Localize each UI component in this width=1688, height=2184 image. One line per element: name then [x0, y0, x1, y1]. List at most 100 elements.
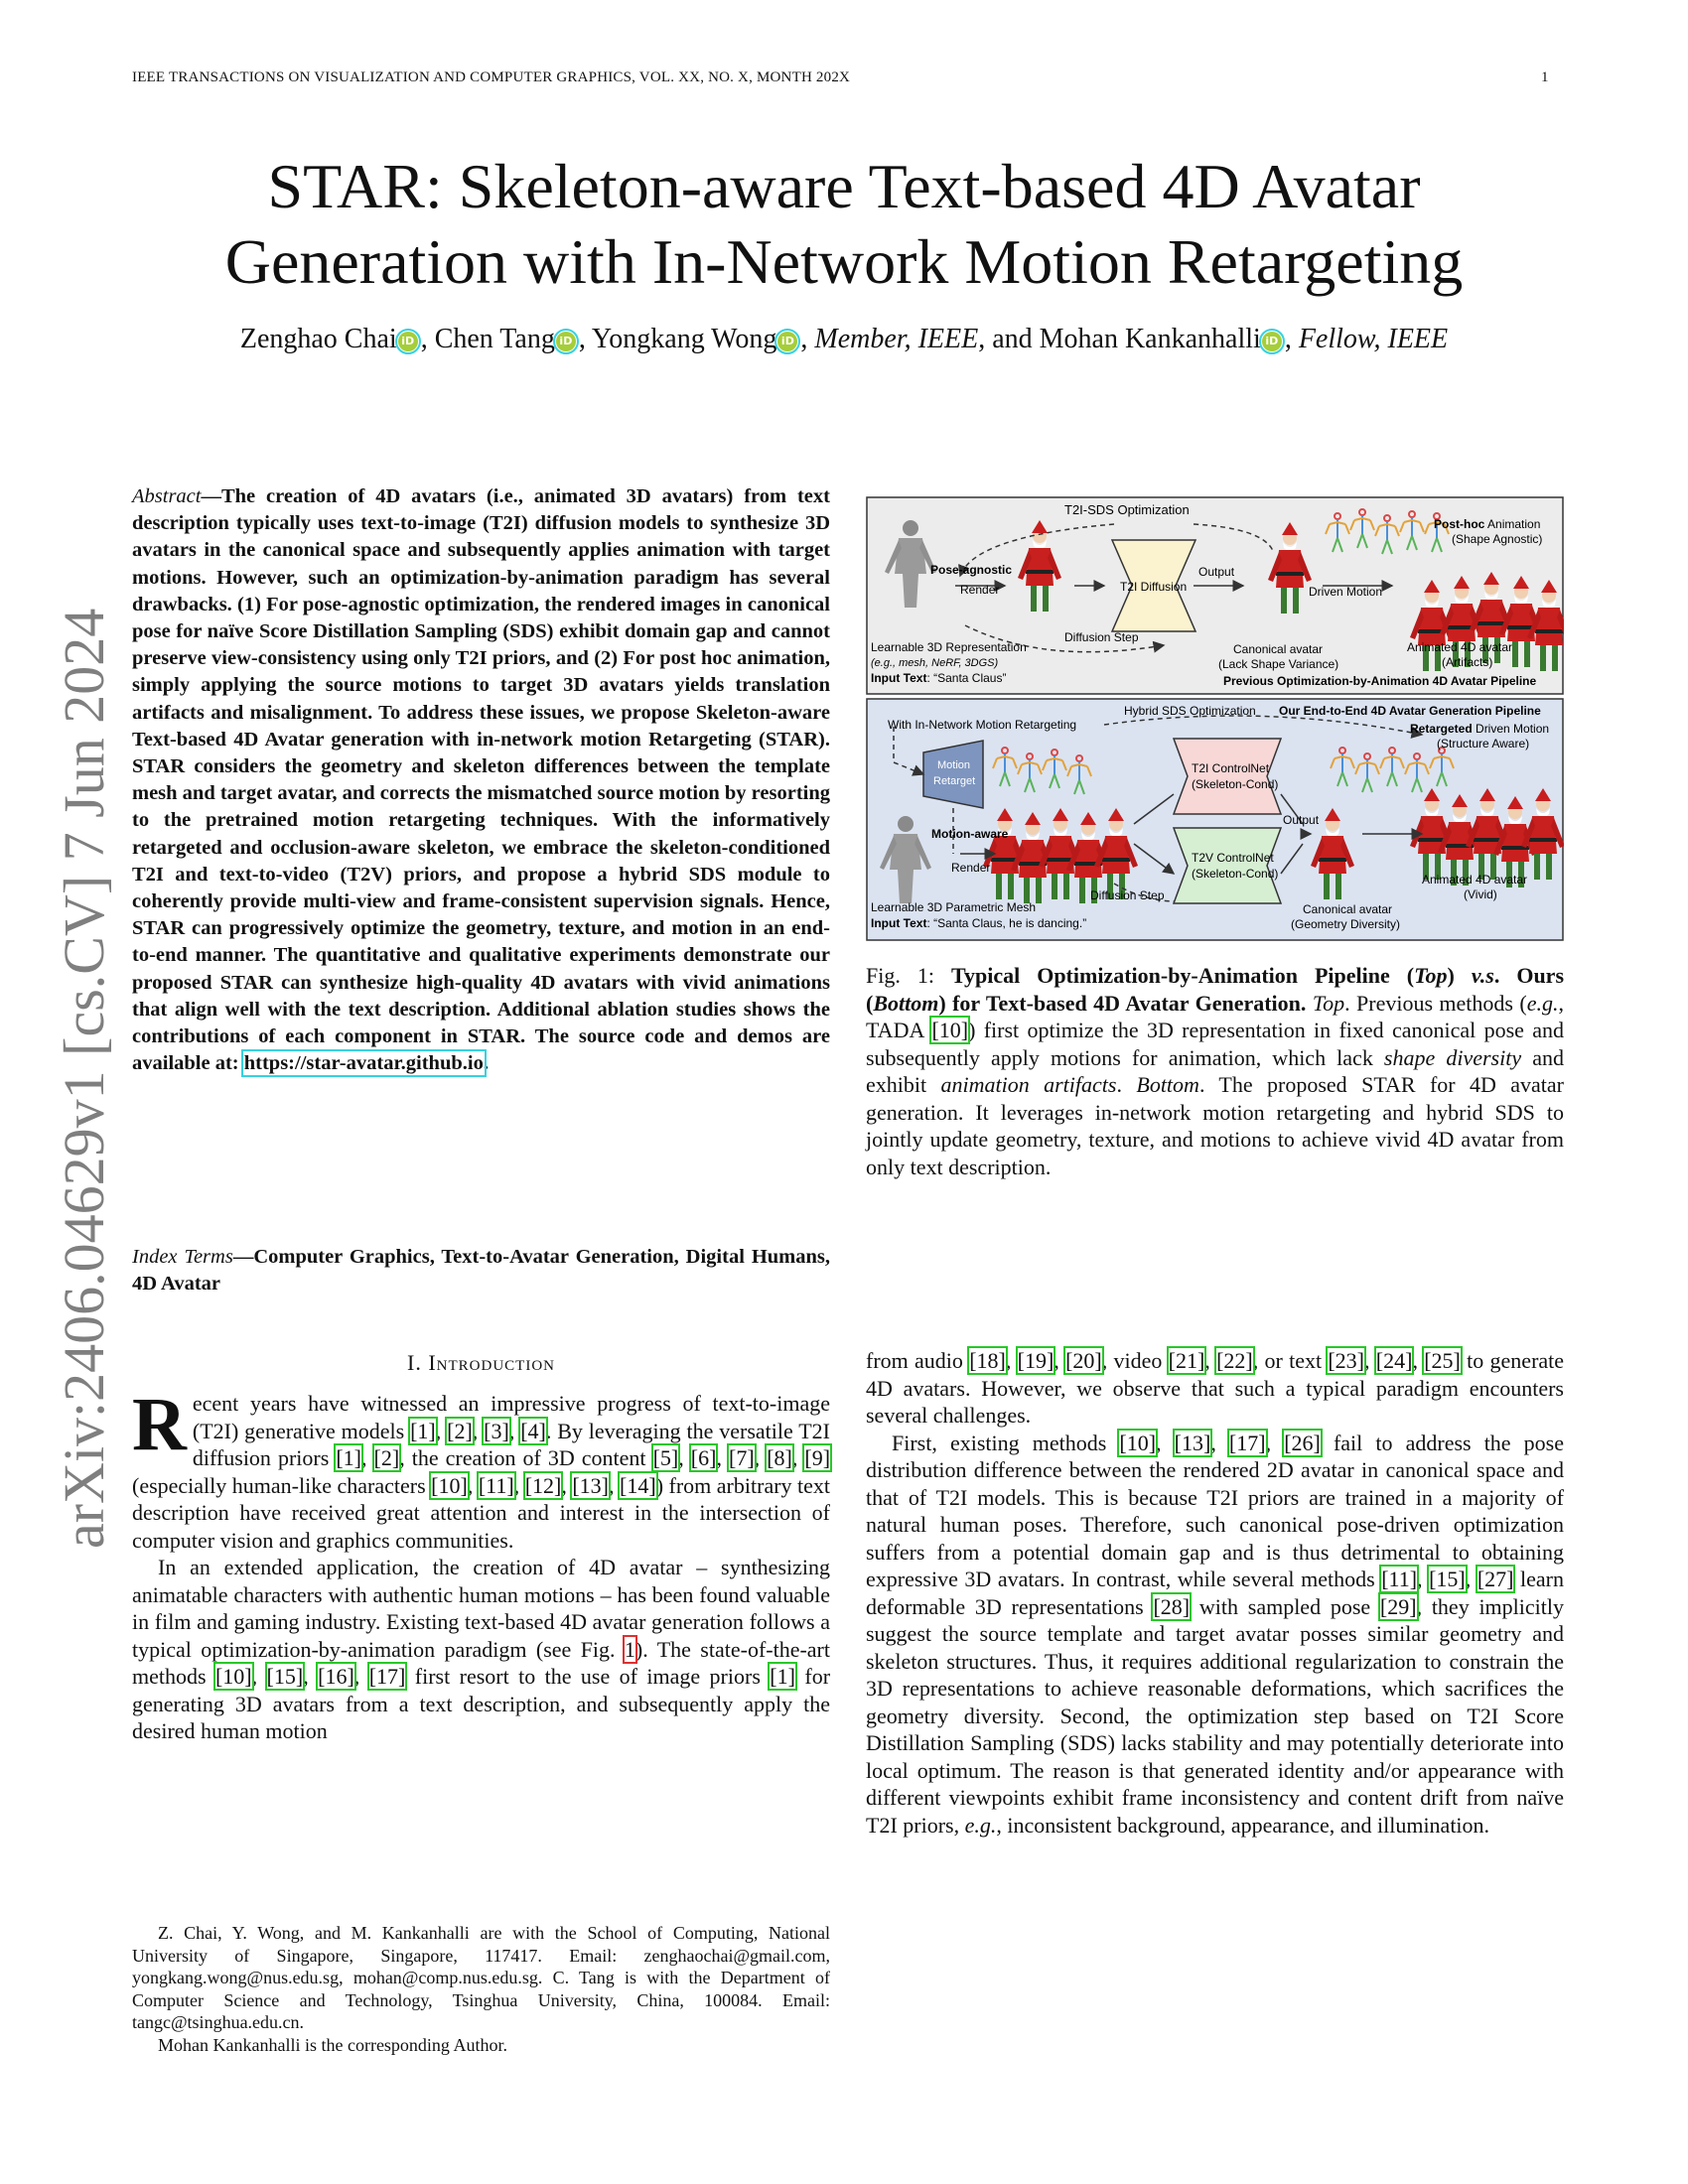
citation-link[interactable]: [12] — [522, 1470, 564, 1500]
citation-link[interactable]: [29] — [1377, 1591, 1419, 1621]
citation-link[interactable]: [10] — [212, 1662, 254, 1691]
figure-top-panel: T2I-SDS Optimization Pose-agnostic Rende… — [866, 496, 1571, 695]
citation-link[interactable]: [14] — [618, 1470, 658, 1500]
paper-title: STAR: Skeleton-aware Text-based 4D Avata… — [129, 149, 1559, 300]
t2i-diffusion-block — [1110, 539, 1197, 632]
caption-title: Typical Optimization-by-Animation Pipeli… — [866, 963, 1565, 1016]
citation-link[interactable]: [16] — [316, 1662, 356, 1691]
figure-1: T2I-SDS Optimization Pose-agnostic Rende… — [866, 496, 1571, 941]
figure-label: (Lack Shape Variance) — [1218, 657, 1338, 671]
orcid-icon[interactable]: iD — [552, 329, 579, 354]
citation-link[interactable]: [1] — [768, 1662, 797, 1691]
figure-label: Input Text: “Santa Claus” — [871, 671, 1006, 685]
abstract: Abstract—The creation of 4D avatars (i.e… — [132, 483, 830, 1078]
citation-link[interactable]: [23] — [1326, 1346, 1366, 1375]
figure-bottom-panel: Hybrid SDS Optimization Our End-to-End 4… — [866, 698, 1565, 941]
citation-link[interactable]: [9] — [802, 1443, 833, 1472]
motion-retarget-block — [922, 740, 984, 809]
citation-link[interactable]: [25] — [1422, 1346, 1463, 1375]
citation-link[interactable]: [13] — [570, 1470, 611, 1500]
orcid-icon[interactable]: iD — [1258, 329, 1285, 354]
paragraph: from audio [18], [19], [20], video [21],… — [866, 1346, 1565, 1428]
figure-label: (Artifacts) — [1442, 655, 1492, 669]
figure-label: Render — [960, 583, 999, 597]
project-link[interactable]: https://star-avatar.github.io — [240, 1049, 487, 1078]
figure-label: Driven Motion — [1309, 585, 1382, 599]
citation-link[interactable]: [1] — [334, 1443, 363, 1472]
citation-link[interactable]: [19] — [1015, 1346, 1056, 1375]
citation-link[interactable]: [21] — [1166, 1346, 1207, 1375]
figure-label: Canonical avatar — [1303, 902, 1392, 916]
citation-link[interactable]: [28] — [1151, 1591, 1193, 1621]
title-line-2: Generation with In-Network Motion Retarg… — [224, 226, 1464, 297]
citation-link[interactable]: [15] — [1427, 1565, 1468, 1593]
figure-label: Post-hoc Animation — [1434, 517, 1540, 531]
citation-link[interactable]: [2] — [445, 1416, 475, 1445]
author-name: Yongkang Wong — [591, 324, 777, 354]
citation-link[interactable]: [11] — [1379, 1565, 1420, 1593]
title-line-1: STAR: Skeleton-aware Text-based 4D Avata… — [267, 151, 1421, 221]
figure-label: Motion — [937, 759, 970, 771]
figure-label: Output — [1198, 565, 1235, 579]
citation-link[interactable]: [20] — [1063, 1346, 1104, 1375]
figure-label: (Structure Aware) — [1437, 737, 1529, 751]
figure-1-diagram: T2I-SDS Optimization Pose-agnostic Rende… — [866, 496, 1571, 941]
figure-link[interactable]: 1 — [622, 1634, 637, 1664]
citation-link[interactable]: [26] — [1282, 1428, 1323, 1457]
figure-label: T2I-SDS Optimization — [1064, 502, 1190, 517]
figure-label: Animated 4D avatar — [1407, 640, 1512, 654]
citation-link[interactable]: [22] — [1214, 1346, 1255, 1375]
citation-link[interactable]: [15] — [264, 1662, 306, 1691]
figure-label: Previous Optimization-by-Animation 4D Av… — [1223, 674, 1536, 688]
figure-label: (Skeleton-Cond) — [1192, 867, 1278, 881]
citation-link[interactable]: [8] — [765, 1443, 794, 1472]
figure-label: Pose-agnostic — [930, 563, 1012, 577]
figure-label: T2I ControlNet — [1192, 761, 1270, 775]
figure-label: T2V ControlNet — [1192, 851, 1274, 865]
author-name: Mohan Kankanhalli — [1039, 324, 1261, 354]
orcid-icon[interactable]: iD — [774, 329, 801, 354]
author-role: Member, IEEE — [814, 324, 979, 354]
index-terms-label: Index Terms — [132, 1246, 233, 1268]
citation-link[interactable]: [4] — [518, 1416, 548, 1445]
citation-link[interactable]: [6] — [688, 1443, 719, 1472]
figure-label: Output — [1283, 813, 1320, 827]
citation-link[interactable]: [10] — [929, 1016, 971, 1044]
citation-link[interactable]: [10] — [1117, 1428, 1159, 1457]
citation-link[interactable]: [11] — [476, 1470, 516, 1500]
figure-label: Diffusion Step — [1064, 630, 1139, 644]
citation-link[interactable]: [17] — [366, 1662, 408, 1691]
abstract-body: —The creation of 4D avatars (i.e., anima… — [132, 485, 830, 1075]
citation-link[interactable]: [27] — [1475, 1565, 1516, 1593]
citation-link[interactable]: [2] — [371, 1443, 402, 1472]
figure-label: (Shape Agnostic) — [1452, 532, 1542, 546]
citation-link[interactable]: [10] — [429, 1470, 470, 1500]
citation-link[interactable]: [18] — [967, 1346, 1008, 1375]
figure-label: Hybrid SDS Optimization — [1124, 704, 1256, 718]
citation-link[interactable]: [3] — [482, 1416, 511, 1445]
paragraph: First, existing methods [10], [13], [17]… — [866, 1428, 1565, 1838]
author-footnote: Z. Chai, Y. Wong, and M. Kankanhalli are… — [132, 1922, 830, 2057]
citation-link[interactable]: [5] — [650, 1443, 681, 1472]
citation-link[interactable]: [7] — [727, 1443, 757, 1472]
citation-link[interactable]: [24] — [1373, 1346, 1415, 1375]
citation-link[interactable]: [17] — [1226, 1428, 1268, 1457]
author-role: Fellow, IEEE — [1298, 324, 1449, 354]
figure-caption: Fig. 1: Typical Optimization-by-Animatio… — [866, 963, 1565, 1179]
abstract-end: . — [483, 1052, 489, 1075]
figure-label: Motion-aware — [931, 827, 1009, 841]
figure-label: Input Text: “Santa Claus, he is dancing.… — [871, 916, 1086, 930]
t2i-controlnet-block — [1172, 738, 1283, 815]
footnote-corresponding: Mohan Kankanhalli is the corresponding A… — [158, 2034, 507, 2055]
orcid-icon[interactable]: iD — [394, 329, 421, 354]
citation-link[interactable]: [1] — [408, 1416, 438, 1445]
citation-link[interactable]: [13] — [1172, 1428, 1213, 1457]
figure-label: Animated 4D avatar — [1422, 873, 1527, 887]
figure-label: (Vivid) — [1464, 887, 1497, 901]
figure-label: Canonical avatar — [1233, 642, 1323, 656]
drop-cap: R — [132, 1383, 187, 1466]
figure-label: Learnable 3D Representation — [871, 640, 1027, 654]
running-head: IEEE TRANSACTIONS ON VISUALIZATION AND C… — [132, 69, 851, 85]
